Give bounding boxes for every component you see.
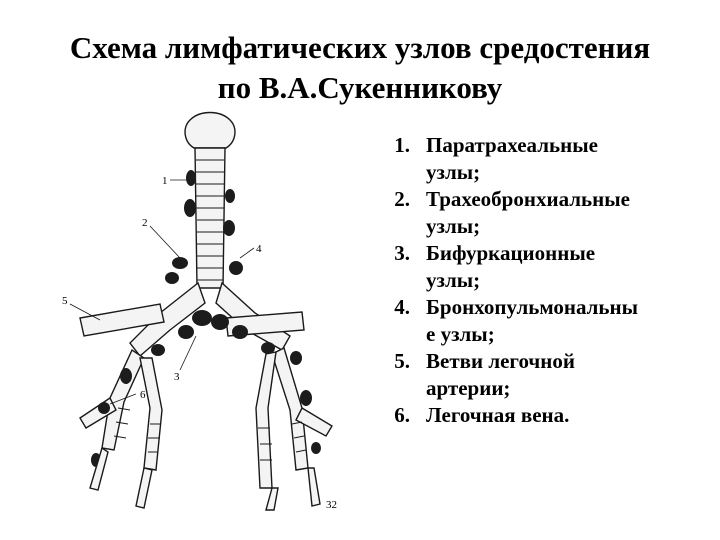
lymph-nodes	[91, 170, 321, 467]
title-line-2: по В.А.Сукенникову	[217, 70, 503, 105]
legend-item: 2. Трахеобронхиальные узлы;	[372, 186, 702, 240]
figure-label-1: 1	[162, 175, 168, 187]
legend-number: 3.	[394, 241, 410, 265]
legend-text: узлы;	[426, 214, 481, 238]
legend-item: 1. Паратрахеальные узлы;	[372, 132, 702, 186]
figure-label-5: 5	[62, 295, 68, 307]
left-artery-branch	[79, 303, 165, 337]
figure-label-2: 2	[142, 217, 148, 229]
right-middle-bronchus	[255, 351, 277, 489]
slide-title: Схема лимфатических узлов средостения по…	[0, 28, 720, 108]
legend-number: 2.	[394, 187, 410, 211]
legend-list: 1. Паратрахеальные узлы; 2. Трахеобронхи…	[372, 132, 702, 429]
legend-item: 6. Легочная вена.	[372, 402, 702, 429]
legend-number: 1.	[394, 133, 410, 157]
right-side-bronchus	[295, 407, 333, 437]
left-middle-bronchus	[139, 357, 163, 471]
leader-lines	[69, 179, 255, 405]
legend-item: 4. Бронхопульмональны е узлы;	[372, 294, 702, 348]
trachea-rings	[113, 159, 307, 461]
trachea-bronchi-drawing: 1 2 3 4 5 6 32	[62, 111, 337, 511]
title-line-1: Схема лимфатических узлов средостения	[69, 30, 651, 65]
legend-text: Паратрахеальные	[426, 133, 598, 157]
page-number: 32	[326, 499, 337, 511]
larynx-shape	[184, 111, 236, 149]
legend-text: Трахеобронхиальные	[426, 187, 630, 211]
legend-item: 3. Бифуркационные узлы;	[372, 240, 702, 294]
legend-item: 5. Ветви легочной артерии;	[372, 348, 702, 402]
trachea-shape	[194, 147, 226, 289]
legend-text: артерии;	[426, 376, 511, 400]
figure-label-4: 4	[256, 243, 262, 255]
legend-text: е узлы;	[426, 322, 495, 346]
bronchiole-tips	[89, 446, 321, 511]
lymph-node-diagram: 1 2 3 4 5 6 32	[40, 108, 358, 516]
legend-text: узлы;	[426, 268, 481, 292]
legend-text: Легочная вена.	[426, 403, 570, 427]
figure-label-3: 3	[174, 371, 180, 383]
legend-text: Ветви легочной	[426, 349, 575, 373]
legend-text: Бронхопульмональны	[426, 295, 639, 319]
legend-text: узлы;	[426, 160, 481, 184]
legend-number: 4.	[394, 295, 410, 319]
airway-outline	[79, 111, 333, 489]
legend-number: 6.	[394, 403, 410, 427]
figure-labels: 1 2 3 4 5 6 32	[62, 175, 337, 511]
legend-text: Бифуркационные	[426, 241, 596, 265]
legend-number: 5.	[394, 349, 410, 373]
figure-label-6: 6	[140, 389, 146, 401]
